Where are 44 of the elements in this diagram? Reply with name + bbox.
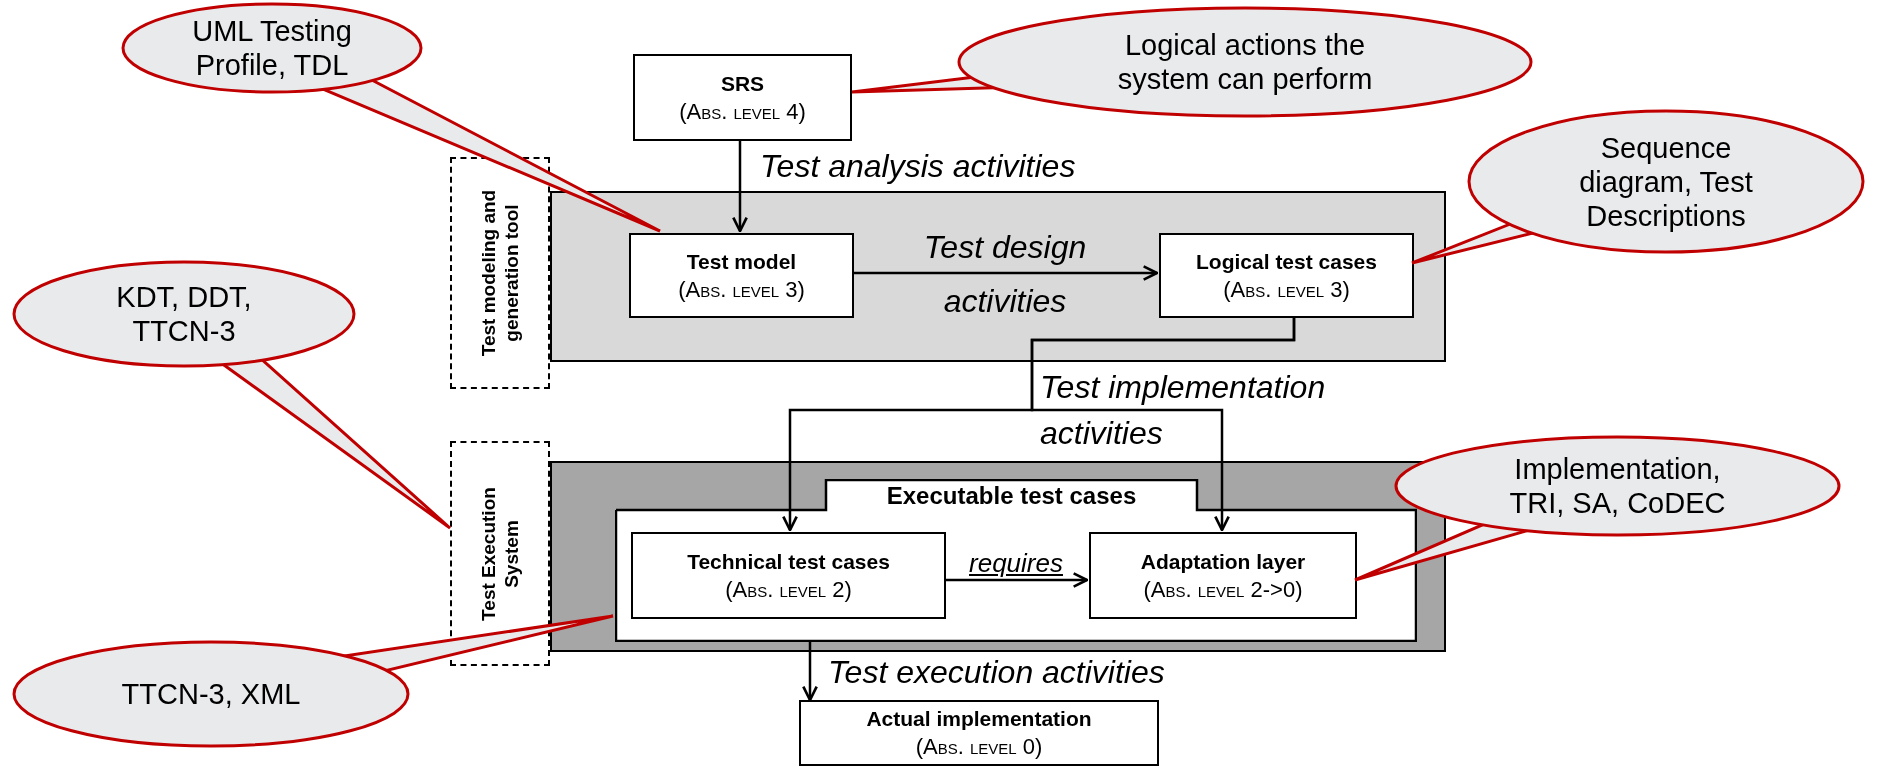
process-box	[1159, 233, 1414, 318]
box-title: Technical test cases	[687, 548, 890, 575]
speech-bubble	[1394, 435, 1841, 537]
group-panel	[550, 191, 1446, 362]
box-subtitle: (Abs. level 2)	[725, 575, 852, 604]
group-panel	[550, 461, 1446, 652]
edge-label: requires	[968, 547, 1064, 580]
callout-text: UML Testing Profile, TDL	[191, 14, 353, 82]
speech-bubble	[12, 640, 410, 748]
box-subtitle: (Abs. level 4)	[679, 97, 806, 126]
speech-bubble	[121, 2, 423, 94]
edge-label: Test analysis activities	[760, 147, 1077, 186]
arrow	[944, 572, 1089, 588]
arrow	[732, 141, 748, 233]
process-box	[629, 233, 854, 318]
callout-text: TTCN-3, XML	[120, 677, 302, 711]
process-box	[631, 532, 946, 619]
arrow	[852, 265, 1159, 281]
speech-bubble	[12, 260, 356, 368]
frame-label: Test Execution System	[477, 485, 523, 623]
arrow	[1030, 316, 1296, 532]
box-title: Actual implementation	[866, 706, 1092, 732]
process-box	[1089, 532, 1357, 619]
callout-text: KDT, DDT, TTCN-3	[115, 280, 253, 348]
callout-text: Logical actions the system can perform	[1116, 28, 1374, 96]
box-title: Executable test cases	[885, 481, 1138, 511]
arrow	[802, 640, 818, 702]
box-title: Adaptation layer	[1140, 548, 1306, 575]
edge-label: Test design activities	[922, 228, 1088, 321]
tabbed-box	[615, 479, 1417, 642]
process-box	[633, 54, 852, 141]
box-subtitle: (Abs. level 0)	[915, 733, 1043, 761]
box-title: Test model	[686, 248, 797, 275]
edge-label: Test execution activities	[828, 653, 1166, 692]
box-subtitle: (Abs. level 3)	[1223, 275, 1350, 304]
box-subtitle: (Abs. level 3)	[678, 275, 805, 304]
box-subtitle: (Abs. level 2->0)	[1143, 575, 1303, 604]
frame-label: Test modeling and generation tool	[477, 188, 523, 359]
edge-label: Test implementation activities	[1040, 368, 1327, 453]
callout-text: Implementation, TRI, SA, CoDEC	[1508, 452, 1727, 520]
box-title: Logical test cases	[1196, 248, 1377, 275]
box-title: SRS	[720, 70, 765, 97]
callout-text: Sequence diagram, Test Descriptions	[1578, 130, 1754, 233]
process-box	[799, 700, 1159, 766]
